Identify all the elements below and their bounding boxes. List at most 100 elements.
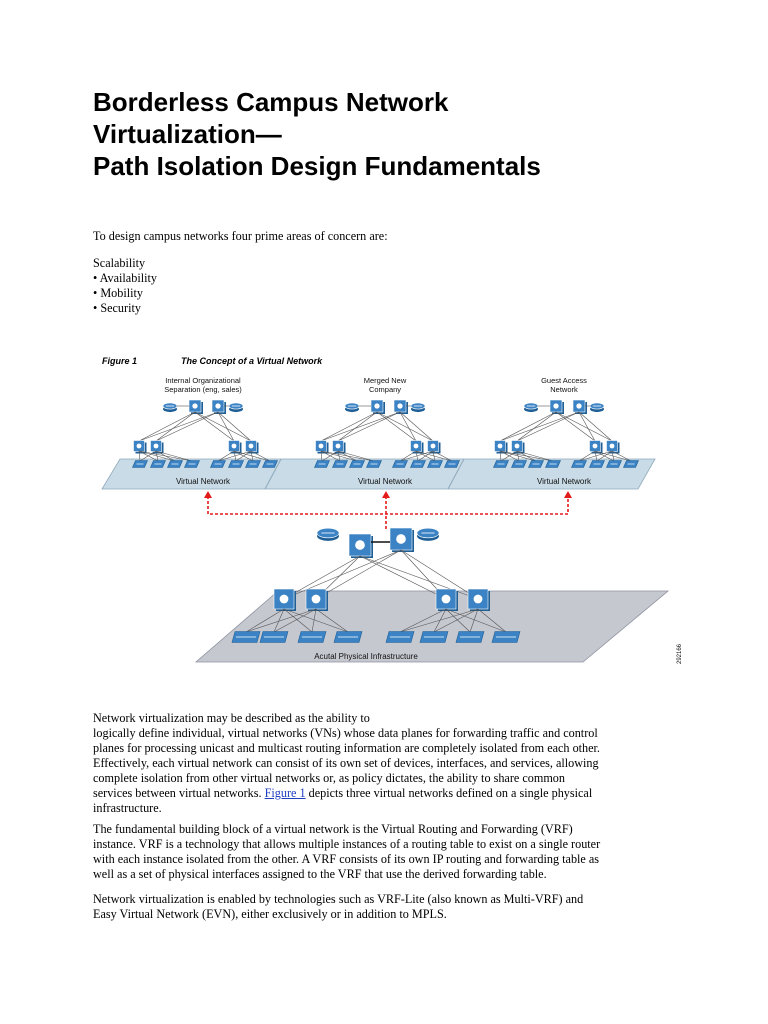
figure-1-link[interactable]: Figure 1 <box>264 786 306 800</box>
multilayer-switch-icon <box>413 443 419 449</box>
text-line: Effectively, each virtual network can co… <box>93 756 599 770</box>
link-line <box>399 608 447 633</box>
multilayer-switch-icon <box>153 443 159 449</box>
link-line <box>138 411 196 442</box>
link-line <box>217 450 252 462</box>
multilayer-switch-icon <box>215 403 221 409</box>
figure-id: 292166 <box>677 643 683 664</box>
paragraph-vrf: The fundamental building block of a virt… <box>93 822 653 882</box>
page-title: Borderless Campus Network Virtualization… <box>93 86 733 182</box>
plane-divider <box>264 458 282 490</box>
multilayer-switch-icon <box>397 403 403 409</box>
dashed-virtual-link <box>207 496 569 515</box>
concern-item: • Security <box>93 301 141 315</box>
text-line: infrastructure. <box>93 801 162 815</box>
title-line: Virtualization— <box>93 119 282 149</box>
plane-divider <box>447 458 465 490</box>
link-line <box>376 411 434 442</box>
link-line <box>499 450 554 462</box>
figure-number: Figure 1 <box>102 356 137 366</box>
link-line <box>155 411 219 442</box>
text-fragment: depicts three virtual networks defined o… <box>305 786 593 800</box>
link-line <box>432 450 453 462</box>
link-line <box>499 411 580 442</box>
link-line <box>376 411 417 442</box>
link-line <box>138 450 176 462</box>
network-title: Internal Organizational <box>165 376 241 385</box>
text-line: planes for processing unicast and multic… <box>93 741 600 755</box>
link-line <box>399 450 434 462</box>
paragraph-network-virtualization: Network virtualization may be described … <box>93 711 653 816</box>
link-line <box>469 608 479 633</box>
link-line <box>415 450 453 462</box>
concern-item: Scalability <box>93 256 146 270</box>
text-line: logically define individual, virtual net… <box>93 726 598 740</box>
network-title: Guest Access <box>541 376 587 385</box>
text-line: complete isolation from other virtual ne… <box>93 771 565 785</box>
link-line <box>337 411 401 442</box>
network-title: Network <box>550 385 578 394</box>
network-title: Company <box>369 385 401 394</box>
link-line <box>594 450 632 462</box>
link-line <box>155 450 193 462</box>
link-line <box>445 608 507 633</box>
title-line: Borderless Campus Network <box>93 87 449 117</box>
multilayer-switch-icon <box>396 534 406 544</box>
link-line <box>283 608 349 633</box>
multilayer-switch-icon <box>553 403 559 409</box>
multilayer-switch-icon <box>374 403 380 409</box>
multilayer-switch-icon <box>248 443 254 449</box>
link-line <box>499 450 520 462</box>
text-line: services between virtual networks. Figur… <box>93 786 653 801</box>
virtual-network-label: Virtual Network <box>358 477 413 486</box>
link-line <box>273 608 317 633</box>
link-line <box>138 450 193 462</box>
link-line <box>578 450 596 462</box>
arrow-head <box>204 491 212 498</box>
link-line <box>315 549 402 600</box>
link-line <box>433 608 479 633</box>
multilayer-switch-icon <box>231 443 237 449</box>
link-line <box>320 450 341 462</box>
concern-item: • Mobility <box>93 286 143 300</box>
link-line <box>578 450 613 462</box>
multilayer-switch-icon <box>576 403 582 409</box>
link-line <box>578 411 596 442</box>
link-line <box>217 411 252 442</box>
link-line <box>273 608 285 633</box>
link-line <box>415 450 419 462</box>
link-line <box>194 411 252 442</box>
link-line <box>594 450 598 462</box>
link-line <box>245 608 285 633</box>
link-line <box>233 450 254 462</box>
network-title: Merged New <box>364 376 407 385</box>
link-line <box>155 411 196 442</box>
link-line <box>611 450 632 462</box>
multilayer-switch-icon <box>473 594 483 604</box>
link-line <box>311 608 317 633</box>
link-line <box>399 608 479 633</box>
multilayer-switch-icon <box>430 443 436 449</box>
multilayer-switch-icon <box>514 443 520 449</box>
link-line <box>283 608 313 633</box>
link-line <box>283 555 361 600</box>
physical-infrastructure-plane <box>194 590 670 663</box>
text-line: Network virtualization is enabled by tec… <box>93 892 584 906</box>
link-line <box>399 411 434 442</box>
text-line: well as a set of physical interfaces ass… <box>93 867 547 881</box>
link-line <box>233 450 271 462</box>
link-line <box>433 608 447 633</box>
physical-infrastructure-label: Acutal Physical Infrastructure <box>314 652 418 661</box>
link-line <box>233 450 237 462</box>
link-line <box>516 450 554 462</box>
link-line <box>594 450 615 462</box>
link-line <box>445 608 471 633</box>
link-line <box>217 411 235 442</box>
arrow-head <box>382 491 390 498</box>
link-line <box>399 450 417 462</box>
figure-caption: The Concept of a Virtual Network <box>181 356 323 366</box>
text-line: with each instance isolated from the oth… <box>93 852 600 866</box>
link-line <box>400 549 479 600</box>
text-fragment: services between virtual networks. <box>93 786 265 800</box>
multilayer-switch-icon <box>355 540 365 550</box>
